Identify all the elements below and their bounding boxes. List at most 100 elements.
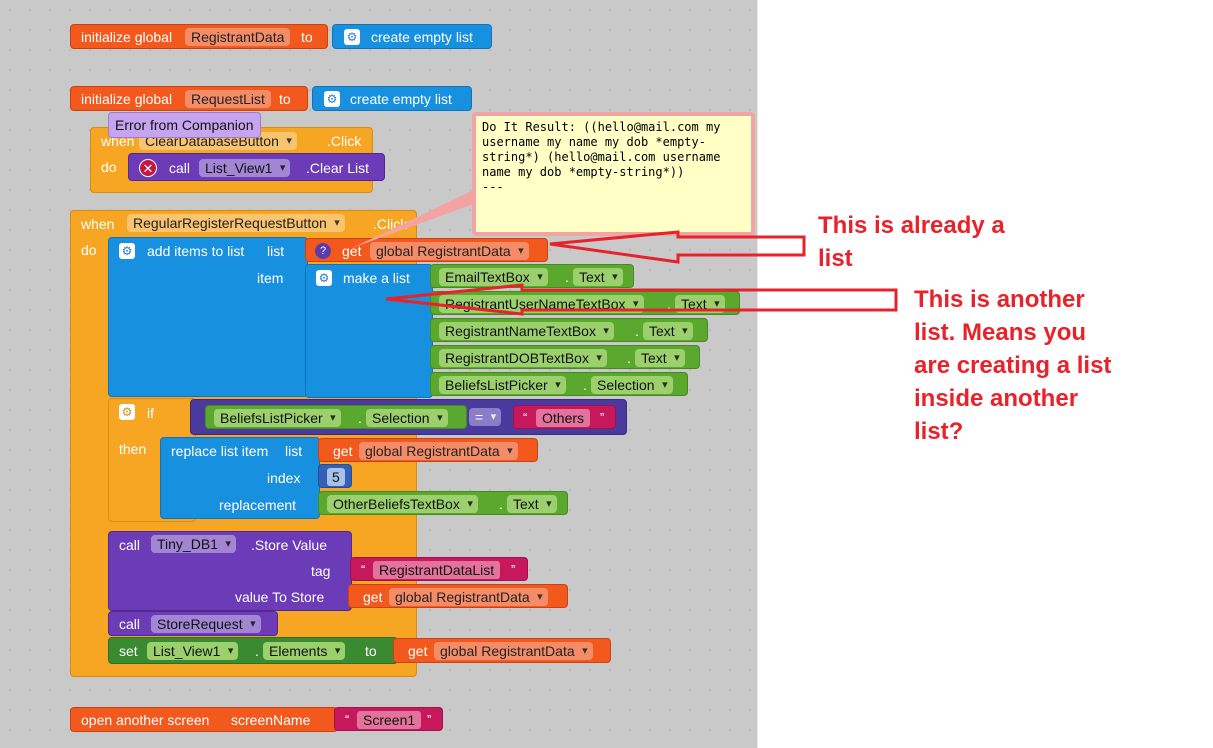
property-dropdown[interactable]: Elements bbox=[263, 642, 346, 660]
open-screen-label: open another screen bbox=[81, 712, 210, 728]
tag-string-block[interactable]: “ RegistrantDataList ” bbox=[350, 557, 528, 581]
variable-dropdown[interactable]: global RegistrantData bbox=[370, 242, 529, 260]
string-value[interactable]: RegistrantDataList bbox=[373, 561, 501, 579]
value-to-store-label: value To Store bbox=[235, 589, 325, 605]
get-registrantdata-block-2[interactable]: get global RegistrantData bbox=[318, 438, 538, 462]
component-dropdown[interactable]: RegistrantNameTextBox bbox=[439, 322, 614, 340]
gear-icon[interactable]: ⚙ bbox=[344, 29, 360, 45]
property-dropdown[interactable]: Selection bbox=[366, 409, 448, 427]
component-dropdown[interactable]: Tiny_DB1 bbox=[151, 535, 236, 553]
number-value[interactable]: 5 bbox=[327, 468, 345, 486]
screen-string-block[interactable]: “ Screen1 ” bbox=[334, 707, 443, 731]
get-registrantdata-block[interactable]: ? get global RegistrantData bbox=[305, 238, 548, 262]
others-string-block[interactable]: “ Others ” bbox=[513, 405, 616, 429]
get-label: get bbox=[342, 243, 362, 259]
get-registrantdata-block-3[interactable]: get global RegistrantData bbox=[348, 584, 568, 608]
screenname-label: screenName bbox=[231, 712, 311, 728]
beliefs-selection-block[interactable]: BeliefsListPicker . Selection bbox=[205, 405, 467, 429]
make-a-list-label: make a list bbox=[343, 270, 410, 286]
procedure-dropdown[interactable]: StoreRequest bbox=[151, 615, 261, 633]
list-socket-label: list bbox=[267, 243, 285, 259]
list-socket-label: list bbox=[285, 443, 303, 459]
list-item-email[interactable]: EmailTextBox . Text bbox=[430, 264, 634, 288]
add-items-label: add items to list bbox=[147, 243, 245, 259]
string-value[interactable]: Others bbox=[536, 409, 591, 427]
if-label: if bbox=[147, 405, 154, 421]
get-label: get bbox=[333, 443, 353, 459]
init-requestlist-block[interactable]: initialize global RequestList to bbox=[70, 86, 308, 111]
arrow-another-list bbox=[385, 283, 898, 316]
error-icon[interactable]: ✕ bbox=[139, 159, 157, 177]
index-label: index bbox=[267, 470, 301, 486]
set-label: set bbox=[119, 643, 138, 659]
create-empty-list-label: create empty list bbox=[350, 91, 452, 107]
replace-label: replace list item bbox=[171, 443, 269, 459]
gear-icon[interactable]: ⚙ bbox=[324, 91, 340, 107]
component-dropdown[interactable]: RegistrantDOBTextBox bbox=[439, 349, 607, 367]
property-dropdown[interactable]: Text bbox=[643, 322, 693, 340]
gear-icon[interactable]: ⚙ bbox=[316, 270, 332, 286]
list-item-beliefs[interactable]: BeliefsListPicker . Selection bbox=[430, 372, 688, 396]
call-label: call bbox=[119, 537, 141, 553]
get-label: get bbox=[408, 643, 428, 659]
arrow-already-list bbox=[549, 230, 806, 264]
init-label: initialize global bbox=[81, 91, 173, 107]
variable-name-field[interactable]: RequestList bbox=[185, 90, 271, 108]
property-dropdown[interactable]: Text bbox=[573, 268, 623, 286]
warning-question-icon[interactable]: ? bbox=[315, 243, 331, 259]
otherbeliefs-text-block[interactable]: OtherBeliefsTextBox . Text bbox=[318, 491, 568, 515]
component-dropdown[interactable]: List_View1 bbox=[147, 642, 239, 660]
create-empty-list-block-2[interactable]: ⚙ create empty list bbox=[312, 86, 472, 111]
set-elements-block[interactable]: set List_View1 . Elements to bbox=[108, 637, 398, 664]
init-registrantdata-block[interactable]: initialize global RegistrantData to bbox=[70, 24, 328, 49]
make-a-list-block[interactable]: ⚙ make a list bbox=[305, 264, 433, 398]
property-dropdown[interactable]: Text bbox=[507, 495, 557, 513]
list-item-username[interactable]: RegistrantUserNameTextBox . Text bbox=[430, 291, 740, 315]
get-registrantdata-block-4[interactable]: get global RegistrantData bbox=[393, 638, 611, 663]
component-dropdown[interactable]: BeliefsListPicker bbox=[439, 376, 566, 394]
when-label: when bbox=[81, 216, 115, 232]
tag-label: tag bbox=[311, 563, 331, 579]
component-dropdown[interactable]: RegularRegisterRequestButton bbox=[127, 214, 345, 232]
variable-dropdown[interactable]: global RegistrantData bbox=[389, 588, 548, 606]
variable-name-field[interactable]: RegistrantData bbox=[185, 28, 291, 46]
create-empty-list-label: create empty list bbox=[371, 29, 473, 45]
error-tooltip: Error from Companion bbox=[108, 112, 261, 138]
number-block[interactable]: 5 bbox=[318, 464, 352, 488]
do-label: do bbox=[101, 159, 117, 175]
replacement-label: replacement bbox=[219, 497, 297, 513]
get-label: get bbox=[363, 589, 383, 605]
list-item-dob[interactable]: RegistrantDOBTextBox . Text bbox=[430, 345, 700, 369]
operator-dropdown[interactable]: = bbox=[469, 408, 502, 426]
gear-icon[interactable]: ⚙ bbox=[119, 243, 135, 259]
component-dropdown[interactable]: List_View1 bbox=[199, 159, 291, 177]
string-value[interactable]: Screen1 bbox=[357, 711, 422, 729]
to-label: to bbox=[365, 643, 377, 659]
workspace-edge bbox=[757, 0, 758, 748]
then-label: then bbox=[119, 441, 147, 457]
method-label: .Store Value bbox=[251, 537, 328, 553]
component-dropdown[interactable]: BeliefsListPicker bbox=[214, 409, 341, 427]
replace-list-item-block[interactable]: replace list item list index replacement bbox=[160, 437, 320, 519]
to-label: to bbox=[301, 29, 313, 45]
property-dropdown[interactable]: Selection bbox=[591, 376, 673, 394]
call-storerequest-block[interactable]: call StoreRequest bbox=[108, 611, 278, 636]
item-socket-label: item bbox=[257, 270, 284, 286]
open-screen-block[interactable]: open another screen screenName bbox=[70, 707, 338, 732]
variable-dropdown[interactable]: global RegistrantData bbox=[359, 442, 518, 460]
do-label: do bbox=[81, 242, 97, 258]
component-dropdown[interactable]: EmailTextBox bbox=[439, 268, 548, 286]
init-label: initialize global bbox=[81, 29, 173, 45]
create-empty-list-block[interactable]: ⚙ create empty list bbox=[332, 24, 492, 49]
blocks-workspace[interactable]: initialize global RegistrantData to ⚙ cr… bbox=[0, 0, 758, 748]
store-value-block[interactable]: call Tiny_DB1 .Store Value tag value To … bbox=[108, 531, 352, 611]
component-dropdown[interactable]: OtherBeliefsTextBox bbox=[327, 495, 478, 513]
property-dropdown[interactable]: Text bbox=[635, 349, 685, 367]
to-label: to bbox=[279, 91, 291, 107]
clear-list-call-block[interactable]: ✕ call List_View1 .Clear List bbox=[128, 153, 385, 181]
variable-dropdown[interactable]: global RegistrantData bbox=[434, 642, 593, 660]
gear-icon[interactable]: ⚙ bbox=[119, 404, 135, 420]
list-item-name[interactable]: RegistrantNameTextBox . Text bbox=[430, 318, 708, 342]
call-label: call bbox=[169, 160, 191, 176]
